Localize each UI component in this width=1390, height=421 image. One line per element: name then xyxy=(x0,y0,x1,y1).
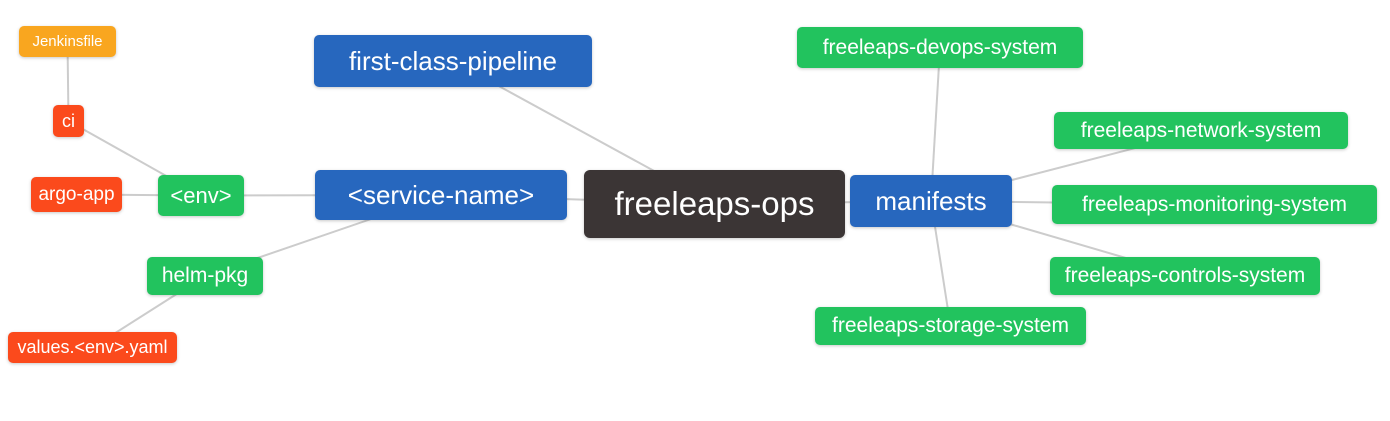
node-freeleaps-monitoring-system[interactable]: freeleaps-monitoring-system xyxy=(1052,185,1377,224)
node-freeleaps-devops-system[interactable]: freeleaps-devops-system xyxy=(797,27,1083,68)
node-jenkinsfile[interactable]: Jenkinsfile xyxy=(19,26,116,57)
node-manifests[interactable]: manifests xyxy=(850,175,1012,227)
node-freeleaps-controls-system[interactable]: freeleaps-controls-system xyxy=(1050,257,1320,295)
node-first-class-pipeline[interactable]: first-class-pipeline xyxy=(314,35,592,87)
node-values-env-yaml[interactable]: values.<env>.yaml xyxy=(8,332,177,363)
node-argo-app[interactable]: argo-app xyxy=(31,177,122,212)
node-service-name[interactable]: <service-name> xyxy=(315,170,567,220)
node-freeleaps-storage-system[interactable]: freeleaps-storage-system xyxy=(815,307,1086,345)
node-env[interactable]: <env> xyxy=(158,175,244,216)
node-freeleaps-network-system[interactable]: freeleaps-network-system xyxy=(1054,112,1348,149)
node-freeleaps-ops[interactable]: freeleaps-ops xyxy=(584,170,845,238)
node-helm-pkg[interactable]: helm-pkg xyxy=(147,257,263,295)
node-ci[interactable]: ci xyxy=(53,105,84,137)
